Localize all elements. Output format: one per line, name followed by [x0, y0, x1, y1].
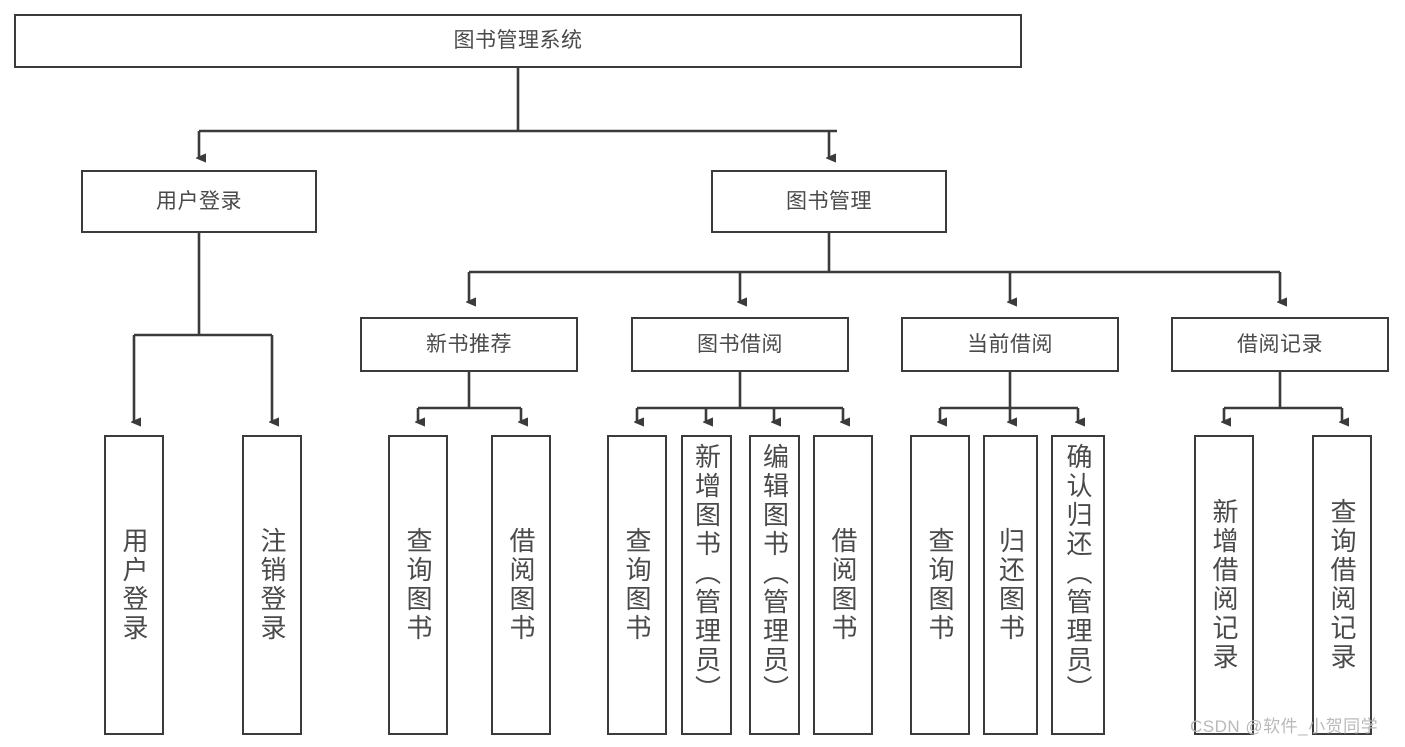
node-current-borrow[interactable]: 当前借阅 — [901, 317, 1119, 372]
node-borrow-record-label: 借阅记录 — [1237, 332, 1323, 356]
node-leaf-add-book[interactable]: 新增图书（管理员） — [681, 435, 732, 735]
node-leaf-query-book-1-label: 查询图书 — [403, 527, 433, 643]
node-leaf-borrow-book-2[interactable]: 借阅图书 — [813, 435, 873, 735]
node-root-label: 图书管理系统 — [453, 29, 583, 53]
node-leaf-query-book-3[interactable]: 查询图书 — [910, 435, 970, 735]
node-book-borrow[interactable]: 图书借阅 — [631, 317, 849, 372]
node-leaf-query-book-1[interactable]: 查询图书 — [388, 435, 448, 735]
node-leaf-add-book-label: 新增图书（管理员） — [691, 443, 722, 704]
node-leaf-logout-login-label: 注销登录 — [257, 527, 287, 643]
node-leaf-return-book-label: 归还图书 — [995, 527, 1026, 643]
csdn-watermark: CSDN @软件_小贺同学 — [1190, 717, 1379, 736]
node-current-borrow-label: 当前借阅 — [967, 332, 1053, 356]
node-leaf-user-login-label: 用户登录 — [119, 527, 149, 643]
node-leaf-return-book[interactable]: 归还图书 — [983, 435, 1038, 735]
node-leaf-query-book-2-label: 查询图书 — [622, 527, 652, 643]
node-leaf-confirm-return-label: 确认归还（管理员） — [1063, 443, 1093, 704]
node-book-management-label: 图书管理 — [786, 189, 872, 213]
node-book-borrow-label: 图书借阅 — [697, 332, 783, 356]
node-root[interactable]: 图书管理系统 — [14, 14, 1022, 68]
node-leaf-add-record[interactable]: 新增借阅记录 — [1194, 435, 1254, 735]
node-leaf-user-login[interactable]: 用户登录 — [104, 435, 164, 735]
node-user-login[interactable]: 用户登录 — [81, 170, 317, 233]
node-leaf-borrow-book-1[interactable]: 借阅图书 — [491, 435, 551, 735]
node-leaf-edit-book-label: 编辑图书（管理员） — [759, 443, 790, 704]
node-leaf-query-book-3-label: 查询图书 — [925, 527, 955, 643]
node-leaf-edit-book[interactable]: 编辑图书（管理员） — [749, 435, 800, 735]
node-leaf-add-record-label: 新增借阅记录 — [1209, 498, 1239, 672]
node-book-management[interactable]: 图书管理 — [711, 170, 947, 233]
node-leaf-borrow-book-2-label: 借阅图书 — [828, 527, 858, 643]
node-new-book-recommend[interactable]: 新书推荐 — [360, 317, 578, 372]
node-user-login-label: 用户登录 — [156, 189, 242, 213]
node-leaf-query-record-label: 查询借阅记录 — [1327, 498, 1357, 672]
node-new-book-recommend-label: 新书推荐 — [426, 332, 512, 356]
node-leaf-query-record[interactable]: 查询借阅记录 — [1312, 435, 1372, 735]
node-leaf-confirm-return[interactable]: 确认归还（管理员） — [1051, 435, 1105, 735]
node-borrow-record[interactable]: 借阅记录 — [1171, 317, 1389, 372]
node-leaf-borrow-book-1-label: 借阅图书 — [506, 527, 536, 643]
node-leaf-logout-login[interactable]: 注销登录 — [242, 435, 302, 735]
node-leaf-query-book-2[interactable]: 查询图书 — [607, 435, 667, 735]
